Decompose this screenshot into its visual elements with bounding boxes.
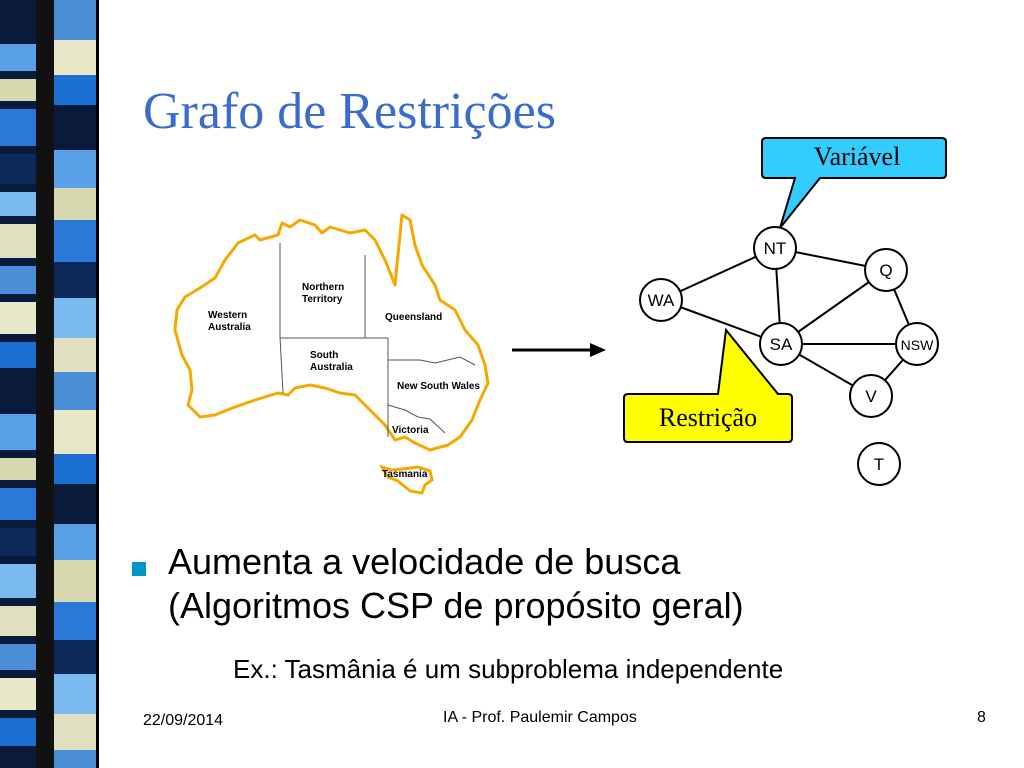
graph-node-sa [759, 322, 803, 366]
map-outline [173, 213, 490, 452]
stripe-block [0, 109, 36, 146]
stripe-block [0, 606, 36, 636]
graph-node-label-v: V [865, 387, 877, 406]
sub-bullet: Ex.: Tasmânia é um subproblema independe… [233, 654, 784, 684]
stripe-block [0, 342, 36, 368]
stripe-block [54, 560, 96, 602]
stripe-block [54, 298, 96, 338]
transform-arrow [512, 343, 606, 357]
stripe-block [0, 678, 36, 710]
stripe-block [0, 488, 36, 520]
graph-node-wa [639, 278, 683, 322]
stripe-block [0, 44, 36, 71]
stripe-block [0, 528, 36, 556]
stripe-block [0, 192, 36, 216]
page-number: 8 [977, 709, 986, 726]
graph-node-q [864, 248, 908, 292]
australia-map: WesternAustraliaNorthernTerritoryQueensl… [173, 213, 490, 495]
footer-date: 22/09/2014 [143, 712, 224, 729]
stripe-block [54, 220, 96, 262]
variable-callout [761, 137, 947, 229]
stripe-block [0, 718, 36, 746]
constraint-callout [623, 327, 793, 443]
graph-node-v [849, 374, 893, 418]
slide-title: Grafo de Restrições [143, 83, 556, 140]
stripe-block [54, 150, 96, 188]
bullet-line-1: Aumenta a velocidade de busca [168, 541, 681, 582]
stripe-block [54, 410, 96, 454]
stripe-block [0, 302, 36, 334]
stripe-block [0, 224, 36, 258]
graph-node-t [857, 442, 901, 486]
stripe-block [54, 75, 96, 105]
map-label-nt: Territory [302, 294, 343, 305]
bullet-square-icon [132, 562, 146, 576]
graph-node-label-wa: WA [648, 291, 675, 310]
stripe-block [54, 484, 96, 524]
stripe-block [54, 372, 96, 410]
main-bullet: Aumenta a velocidade de busca (Algoritmo… [132, 540, 744, 628]
map-label-wa: Western [208, 310, 247, 321]
footer-center: IA - Prof. Paulemir Campos [443, 709, 637, 726]
stripe-block [54, 674, 96, 714]
stripe-block [0, 266, 36, 294]
graph-node-label-t: T [874, 455, 884, 474]
map-label-wa: Australia [208, 322, 251, 333]
stripe-block [54, 454, 96, 484]
stripe-block [0, 376, 36, 406]
map-label-sa: South [310, 350, 338, 361]
map-label-sa: Australia [310, 362, 353, 373]
stripe-block [0, 644, 36, 670]
stripe-block [54, 750, 96, 768]
graph-node-label-q: Q [879, 261, 892, 280]
stripe-block [54, 524, 96, 560]
map-label-v: Victoria [392, 425, 429, 436]
map-label-nsw: New South Wales [397, 381, 480, 392]
tasmania-outline [378, 464, 434, 495]
graph-node-label-nt: NT [764, 239, 787, 258]
map-label-q: Queensland [385, 312, 442, 323]
map-label-nt: Northern [302, 282, 344, 293]
constraint-callout-label: Restrição [658, 403, 758, 432]
stripe-block [54, 105, 96, 150]
stripe-block [54, 602, 96, 640]
map-label-t: Tasmania [382, 469, 428, 480]
graph-node-label-nsw: NSW [901, 337, 934, 353]
stripe-block [0, 564, 36, 598]
variable-callout-label: Variável [813, 142, 901, 171]
stripe-block [54, 188, 96, 220]
stripe-block [54, 0, 96, 40]
stripe-block [54, 640, 96, 674]
graph-node-nsw [895, 322, 939, 366]
graph-node-label-sa: SA [770, 335, 793, 354]
stripe-block [54, 40, 96, 75]
stripe-block [0, 414, 36, 450]
graph-node-nt [753, 226, 797, 270]
bullet-line-2: (Algoritmos CSP de propósito geral) [168, 585, 744, 626]
constraint-graph: NT Q WA SA NSW V T [639, 226, 939, 486]
stripe-block [54, 262, 96, 298]
stripe-block [0, 154, 36, 184]
stripe-block [54, 338, 96, 372]
stripe-block [0, 754, 36, 768]
stripe-block [0, 458, 36, 480]
stripe-block [0, 4, 36, 36]
stripe-block [54, 714, 96, 750]
decorative-stripe [0, 0, 120, 768]
bullet-text: Aumenta a velocidade de busca (Algoritmo… [168, 540, 744, 628]
stripe-block [0, 79, 36, 101]
